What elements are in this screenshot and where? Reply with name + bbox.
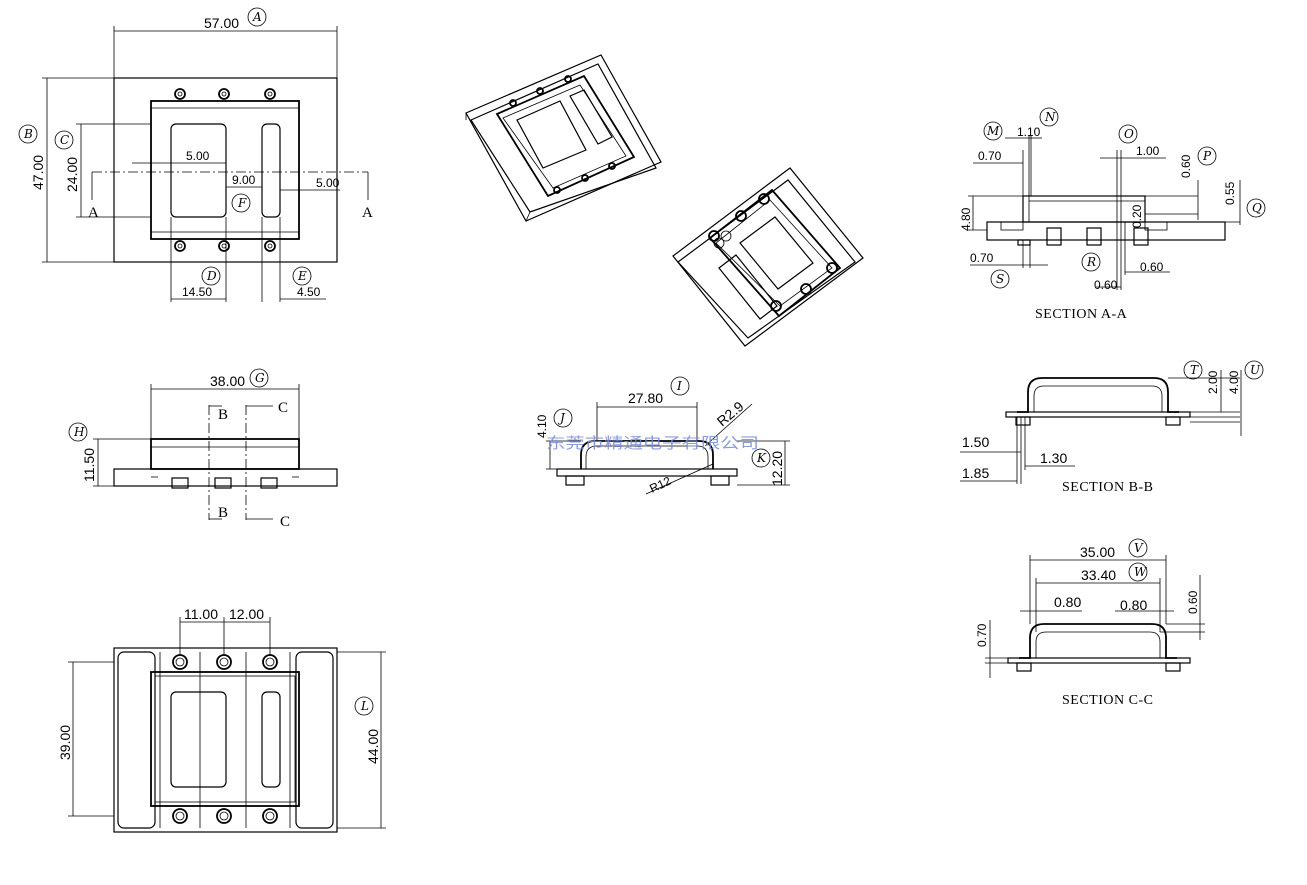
dim-14-50: 14.50 xyxy=(182,285,212,299)
label-h: H xyxy=(73,425,85,439)
label-d: D xyxy=(206,269,217,283)
section-c-c-title: SECTION C-C xyxy=(1062,693,1153,708)
dim-2-00: 2.00 xyxy=(1206,370,1220,394)
dim-1-85: 1.85 xyxy=(962,465,989,481)
dim-35: 35.00 xyxy=(1080,544,1115,560)
label-p: P xyxy=(1202,149,1212,163)
dim-4-00: 4.00 xyxy=(1227,370,1241,394)
dim-27-80: 27.80 xyxy=(628,390,663,406)
front-profile-view: 4.10 J 27.80 I R2.9 R12 12.20 K 东莞市精通电子有… xyxy=(535,376,790,496)
label-w: W xyxy=(1134,565,1148,579)
label-u: U xyxy=(1250,363,1261,377)
dim-5-left: 5.00 xyxy=(186,149,210,163)
label-t: T xyxy=(1190,363,1199,377)
dim-0-70-s: 0.70 xyxy=(970,251,994,265)
section-a-a: SECTION A-A 1.10 0.70 M N 1.00 O 0.60 P … xyxy=(959,107,1266,322)
dim-0-80-right: 0.80 xyxy=(1120,597,1147,613)
label-g: G xyxy=(255,371,265,385)
top-view-pins xyxy=(174,88,276,252)
section-marker-a-right: A xyxy=(362,205,373,221)
dim-0-20: 0.20 xyxy=(1130,204,1144,228)
dim-0-70-top: 0.70 xyxy=(978,149,1002,163)
dim-11-50: 11.50 xyxy=(81,448,97,482)
dim-38: 38.00 xyxy=(210,373,245,389)
dim-4-80: 4.80 xyxy=(959,207,973,231)
label-l: L xyxy=(360,699,369,713)
dim-47: 47.00 xyxy=(30,155,46,190)
label-o: O xyxy=(1124,127,1134,141)
dim-4-10: 4.10 xyxy=(535,414,549,438)
label-s: S xyxy=(996,272,1004,286)
side-view: B C B C 38.00 G 11.50 H xyxy=(68,368,338,530)
label-j: J xyxy=(557,411,566,425)
label-a: A xyxy=(252,10,262,24)
dim-0-55: 0.55 xyxy=(1223,181,1237,205)
label-b: B xyxy=(23,127,33,141)
dim-33-40: 33.40 xyxy=(1081,567,1116,583)
label-c: C xyxy=(60,133,69,147)
section-b-b-title: SECTION B-B xyxy=(1062,480,1153,495)
dim-44: 44.00 xyxy=(365,729,381,764)
dim-1-00: 1.00 xyxy=(1136,144,1160,158)
isometric-view-bottom xyxy=(672,167,864,347)
top-view-base xyxy=(113,77,338,263)
section-marker-b-top: B xyxy=(218,407,228,423)
label-v: V xyxy=(1134,541,1144,555)
dim-4-50: 4.50 xyxy=(297,285,321,299)
label-n: N xyxy=(1044,110,1056,124)
dim-0-60-b: 0.60 xyxy=(1140,260,1164,274)
top-view-cover xyxy=(150,100,300,240)
dim-0-80-left: 0.80 xyxy=(1054,594,1081,610)
dim-5-right: 5.00 xyxy=(316,176,340,190)
section-b-b: 2.00 T 4.00 U 1.50 1.30 1.85 SECTION B-B xyxy=(960,360,1264,495)
top-view-window-large xyxy=(170,123,227,218)
dim-0-60-a: 0.60 xyxy=(1094,278,1118,292)
label-r: R xyxy=(1086,255,1096,269)
isometric-view-top xyxy=(465,54,662,222)
dim-r12: R12 xyxy=(647,474,673,496)
dim-r2-9: R2.9 xyxy=(714,398,747,429)
dim-24: 24.00 xyxy=(64,157,80,192)
dim-1-30: 1.30 xyxy=(1040,450,1067,466)
top-view: A A 57.00 A 47.00 B 24.00 C 5.00 9.00 F … xyxy=(18,7,373,302)
dim-1-50: 1.50 xyxy=(962,434,989,450)
dim-39: 39.00 xyxy=(57,725,73,760)
section-marker-b-bottom: B xyxy=(218,505,228,521)
section-c-c: 35.00 V 33.40 W 0.80 0.80 0.60 0.70 SECT… xyxy=(975,538,1205,708)
dim-0-60-p: 0.60 xyxy=(1179,154,1193,178)
company-watermark: 东莞市精通电子有限公司 xyxy=(546,434,759,452)
label-f: F xyxy=(237,196,247,210)
label-q: Q xyxy=(1252,201,1262,215)
bottom-view-pins xyxy=(172,654,278,824)
dim-9: 9.00 xyxy=(232,173,256,187)
label-k: K xyxy=(756,451,767,465)
label-m: M xyxy=(986,124,1000,138)
dim-11: 11.00 xyxy=(184,606,218,622)
section-marker-a-left: A xyxy=(88,205,99,221)
dim-1-10: 1.10 xyxy=(1017,125,1041,139)
label-e: E xyxy=(297,269,307,283)
section-a-a-title: SECTION A-A xyxy=(1035,307,1128,322)
section-marker-c-top: C xyxy=(278,400,288,416)
top-view-window-slot xyxy=(261,123,281,218)
label-i: I xyxy=(676,379,682,393)
dim-0-60: 0.60 xyxy=(1186,590,1200,614)
dim-12: 12.00 xyxy=(229,606,264,622)
dim-12-20: 12.20 xyxy=(769,451,785,486)
section-marker-c-bottom: C xyxy=(280,514,290,530)
dim-0-70: 0.70 xyxy=(975,623,989,647)
dim-57: 57.00 xyxy=(204,15,239,31)
bottom-view: 11.00 12.00 39.00 44.00 L xyxy=(57,606,386,833)
